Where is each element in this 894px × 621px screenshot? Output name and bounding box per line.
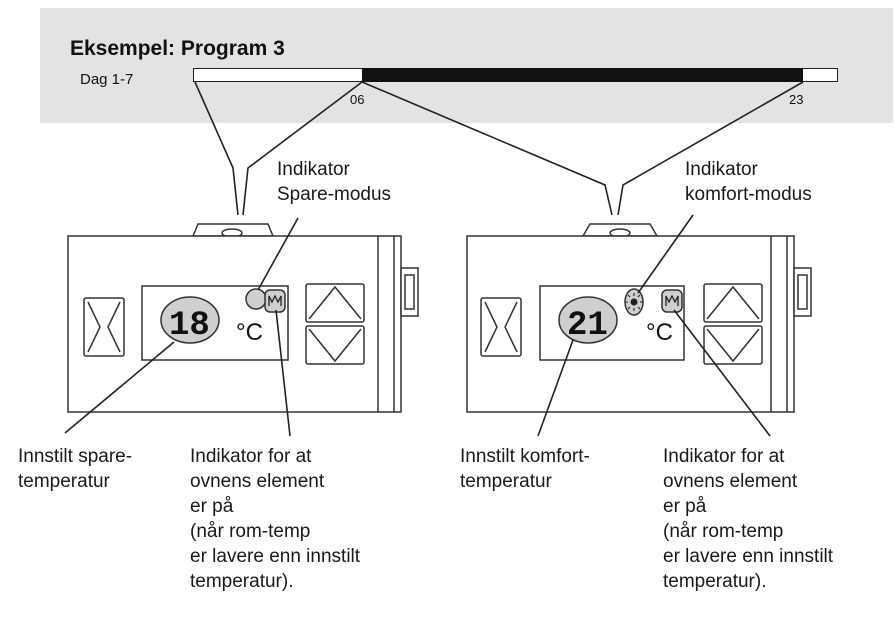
left-temp-value: 18 (169, 307, 210, 345)
right-sun-icon (624, 288, 644, 316)
left-element-indicator-label: Indikator for at ovnens element er på (n… (190, 446, 361, 592)
right-thermostat (466, 223, 812, 413)
left-temp-setting-label: Innstilt spare- temperatur (18, 446, 133, 492)
program-banner (40, 8, 893, 123)
left-funnel-lines (194, 81, 363, 216)
left-top-knob (191, 223, 275, 237)
right-temp-value: 21 (567, 307, 608, 345)
right-callout-lines (537, 214, 771, 437)
left-temp-oval (160, 296, 220, 344)
right-down-button-icon[interactable] (703, 325, 763, 365)
right-temp-setting-label: Innstilt komfort- temperatur (460, 446, 590, 492)
right-mode-indicator-label: Indikator komfort-modus (685, 159, 812, 205)
left-heating-element-icon (264, 289, 286, 313)
timeline-tick-start: 06 (350, 92, 365, 107)
right-heating-element-icon (661, 289, 683, 313)
left-mode-indicator-label: Indikator Spare-modus (277, 159, 392, 205)
timeline-tick-end: 23 (789, 92, 804, 107)
right-element-indicator-label: Indikator for at ovnens element er på (n… (663, 446, 834, 592)
left-callout-lines (64, 217, 299, 437)
right-temp-unit: °C (646, 319, 673, 346)
left-up-button-icon[interactable] (305, 283, 365, 323)
right-arrow-button-icon[interactable] (480, 297, 522, 357)
right-funnel-lines (361, 81, 804, 216)
left-temp-unit: °C (236, 319, 263, 346)
left-down-button-icon[interactable] (305, 325, 365, 365)
left-thermostat (67, 223, 419, 413)
timeline-comfort-period (362, 68, 803, 82)
right-top-knob (581, 223, 659, 237)
right-temp-oval (558, 296, 618, 344)
left-moon-icon (245, 288, 267, 310)
right-up-button-icon[interactable] (703, 283, 763, 323)
left-arrow-button-icon[interactable] (83, 297, 125, 357)
day-label: Dag 1-7 (80, 71, 134, 88)
program-title: Eksempel: Program 3 (70, 37, 285, 60)
